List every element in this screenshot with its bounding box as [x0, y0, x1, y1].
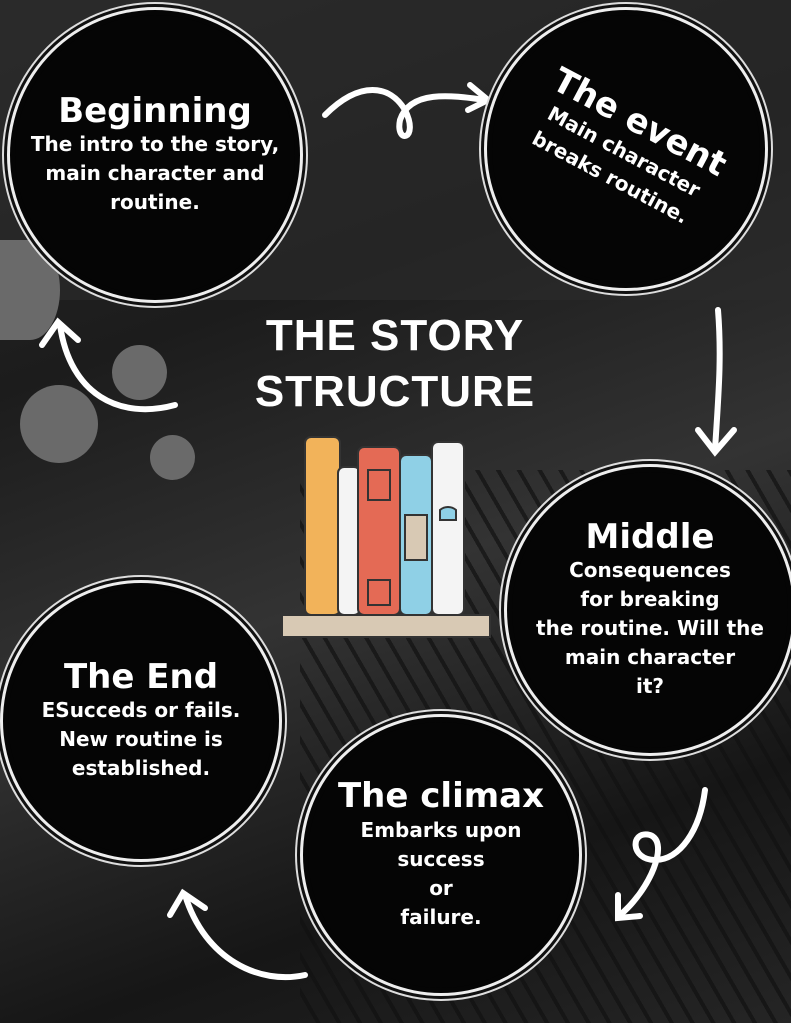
stage-the-event: The event Main character breaks routine.: [492, 15, 760, 283]
stage-title: The climax: [337, 776, 545, 817]
stage-title: Beginning: [58, 90, 252, 131]
book-white-2: [431, 441, 465, 616]
book-white: [337, 466, 361, 616]
arrow-beginning-to-event: [322, 87, 488, 139]
decorative-dot: [20, 385, 98, 463]
title-line-1: THE STORY: [265, 311, 525, 360]
bookshelf-illustration: [281, 436, 491, 638]
decorative-dot: [112, 345, 167, 400]
stage-middle: Middle Consequences for breaking the rou…: [512, 472, 788, 748]
stage-beginning: Beginning The intro to the story, main c…: [15, 15, 295, 295]
stage-description: ESucceds or fails. New routine is establ…: [41, 698, 241, 781]
title-line-2: STRUCTURE: [254, 367, 536, 416]
stage-description: The intro to the story, main character a…: [30, 132, 280, 215]
stage-the-end: The End ESucceds or fails. New routine i…: [8, 588, 274, 854]
stage-the-climax: The climax Embarks upon success or failu…: [308, 722, 574, 988]
decorative-dot: [150, 435, 195, 480]
arrow-climax-to-end: [182, 892, 308, 981]
arrow-event-to-middle: [712, 307, 723, 453]
page-title: THE STORY STRUCTURE: [200, 308, 590, 420]
shelf: [281, 614, 491, 638]
stage-description: Consequences for breaking the routine. W…: [536, 558, 764, 699]
stage-description: Embarks upon success or failure.: [360, 817, 522, 929]
book-orange: [304, 436, 341, 616]
stage-title: Middle: [585, 516, 715, 557]
book-red: [357, 446, 401, 616]
decorative-dot: [0, 240, 60, 340]
arrow-end-to-beginning: [57, 322, 178, 413]
arrow-middle-to-climax: [617, 787, 708, 918]
stage-title: The End: [63, 656, 219, 697]
